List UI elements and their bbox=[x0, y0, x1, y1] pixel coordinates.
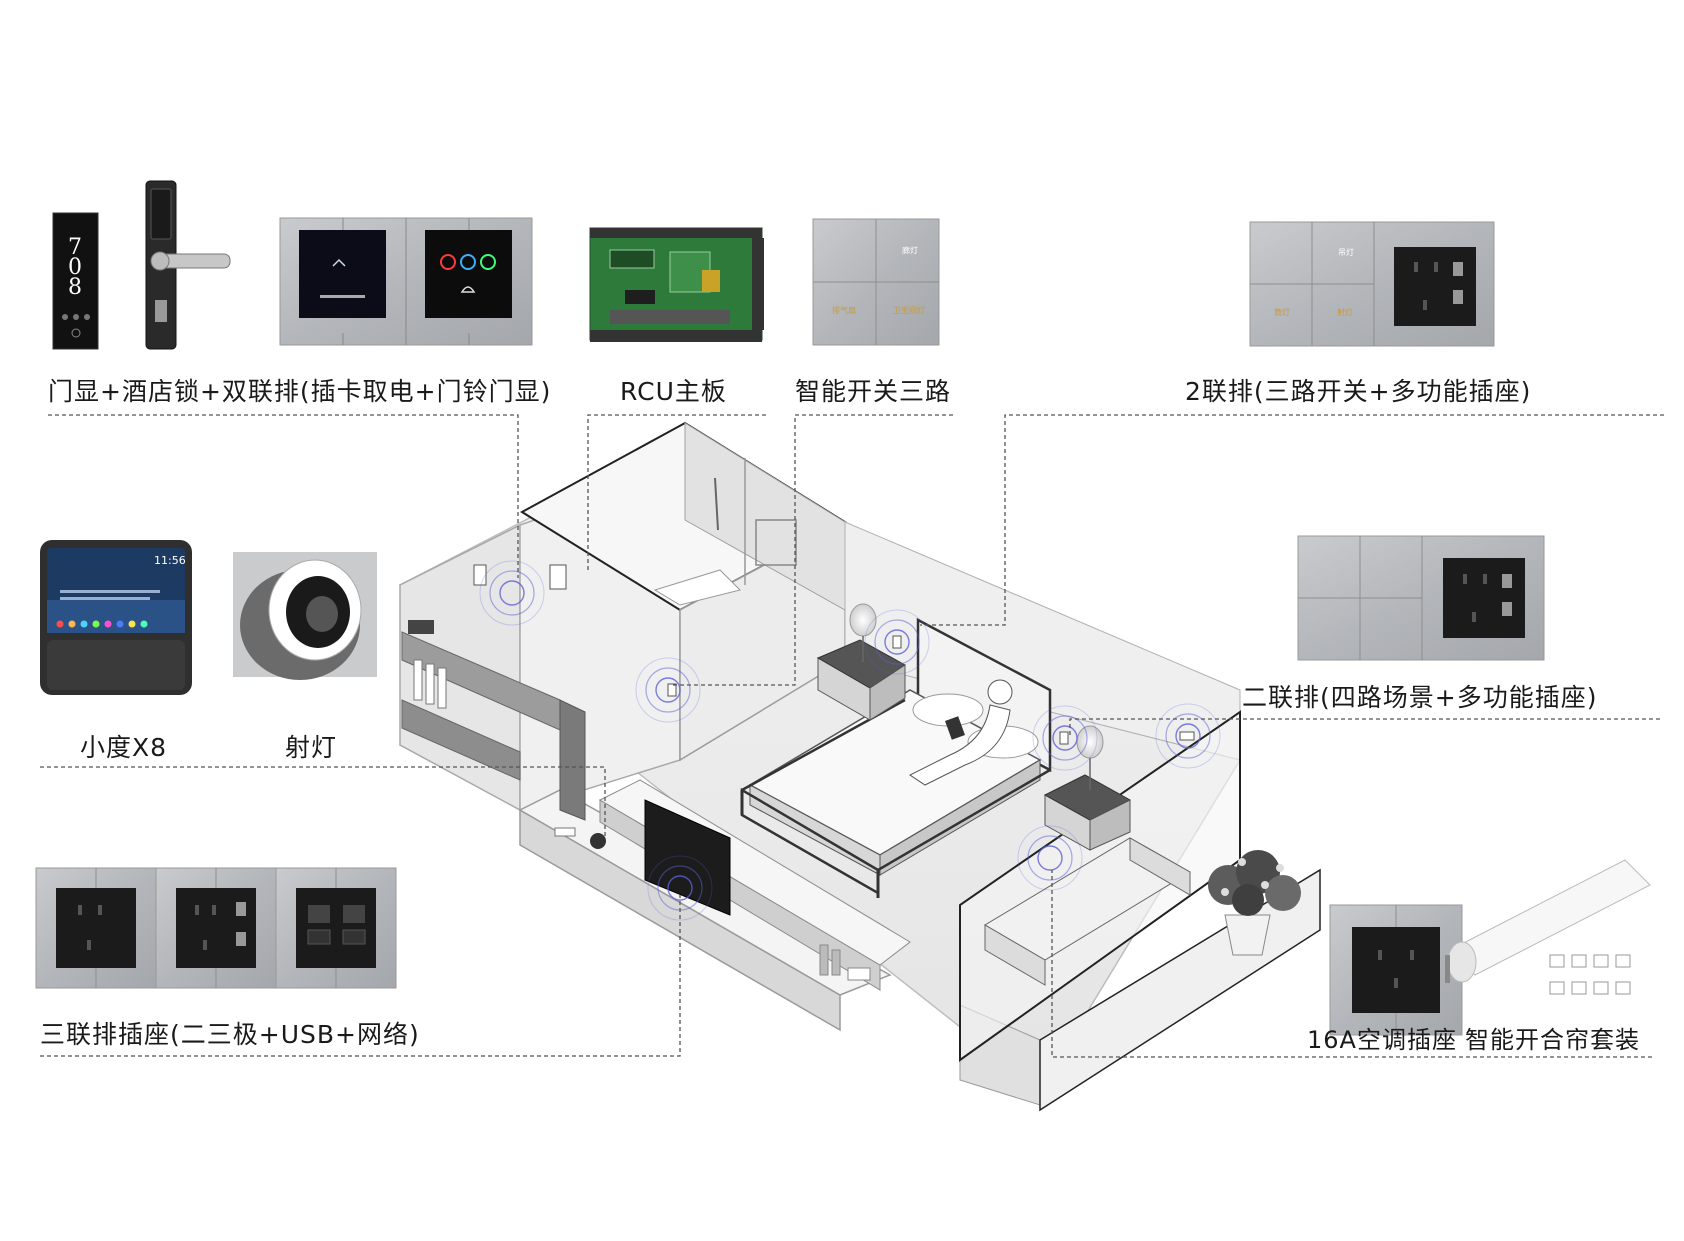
door-number-digit-3: 8 bbox=[68, 275, 82, 300]
hotel-smart-lock bbox=[145, 180, 231, 350]
smart-switch-three-gang bbox=[812, 218, 940, 346]
door-number-display bbox=[52, 212, 99, 350]
label-ac-socket: 16A空调插座 bbox=[1307, 1026, 1457, 1054]
door-number-digit-1: 7 bbox=[68, 235, 82, 260]
two-gang-switch-socket-a bbox=[1249, 221, 1495, 347]
smart-switch-key-label-bottom-right: 卫生间灯 bbox=[893, 306, 925, 315]
triple-socket-panel bbox=[35, 867, 397, 989]
label-spotlight: 射灯 bbox=[285, 733, 338, 762]
label-curtain: 智能开合帘套装 bbox=[1465, 1026, 1640, 1054]
wireless-signal-rings bbox=[479, 560, 1221, 921]
ac-16a-socket bbox=[1329, 904, 1463, 1036]
tv-screen bbox=[644, 799, 731, 916]
card-power-doorbell-panel bbox=[279, 217, 533, 346]
smart-switch-key-label-bottom-left: 排气扇 bbox=[832, 306, 856, 315]
potted-plant bbox=[1208, 850, 1301, 956]
label-two-gang-a: 2联排(三路开关+多功能插座) bbox=[1185, 377, 1532, 406]
two-gang-key-label-top-right: 吊灯 bbox=[1338, 248, 1354, 257]
speaker-clock: 11:56 bbox=[154, 554, 186, 567]
left-lamp bbox=[849, 603, 877, 637]
two-gang-scene-socket-b bbox=[1297, 535, 1545, 661]
xiaodu-x8-smart-display bbox=[40, 540, 192, 695]
leader-lines bbox=[40, 414, 1664, 1058]
guest-figure bbox=[987, 679, 1013, 705]
two-gang-key-label-bottom-right: 射灯 bbox=[1337, 308, 1353, 317]
label-door-set: 门显+酒店锁+双联排(插卡取电+门铃门显) bbox=[48, 377, 552, 406]
recessed-spotlight bbox=[233, 552, 377, 680]
label-rcu: RCU主板 bbox=[620, 377, 727, 406]
hotel-room-illustration bbox=[398, 421, 1321, 1112]
rcu-mainboard bbox=[589, 227, 764, 342]
two-gang-key-label-bottom-left: 筒灯 bbox=[1274, 308, 1290, 317]
smart-curtain-motor-kit bbox=[1445, 859, 1651, 995]
label-two-gang-b: 二联排(四路场景+多功能插座) bbox=[1242, 683, 1598, 712]
smart-switch-key-label-top-right: 廊灯 bbox=[902, 246, 918, 255]
label-speaker: 小度X8 bbox=[80, 733, 168, 762]
label-smart-switch: 智能开关三路 bbox=[795, 377, 952, 406]
door-number-digit-2: 0 bbox=[68, 255, 82, 280]
label-triple-socket: 三联排插座(二三极+USB+网络) bbox=[40, 1020, 420, 1049]
